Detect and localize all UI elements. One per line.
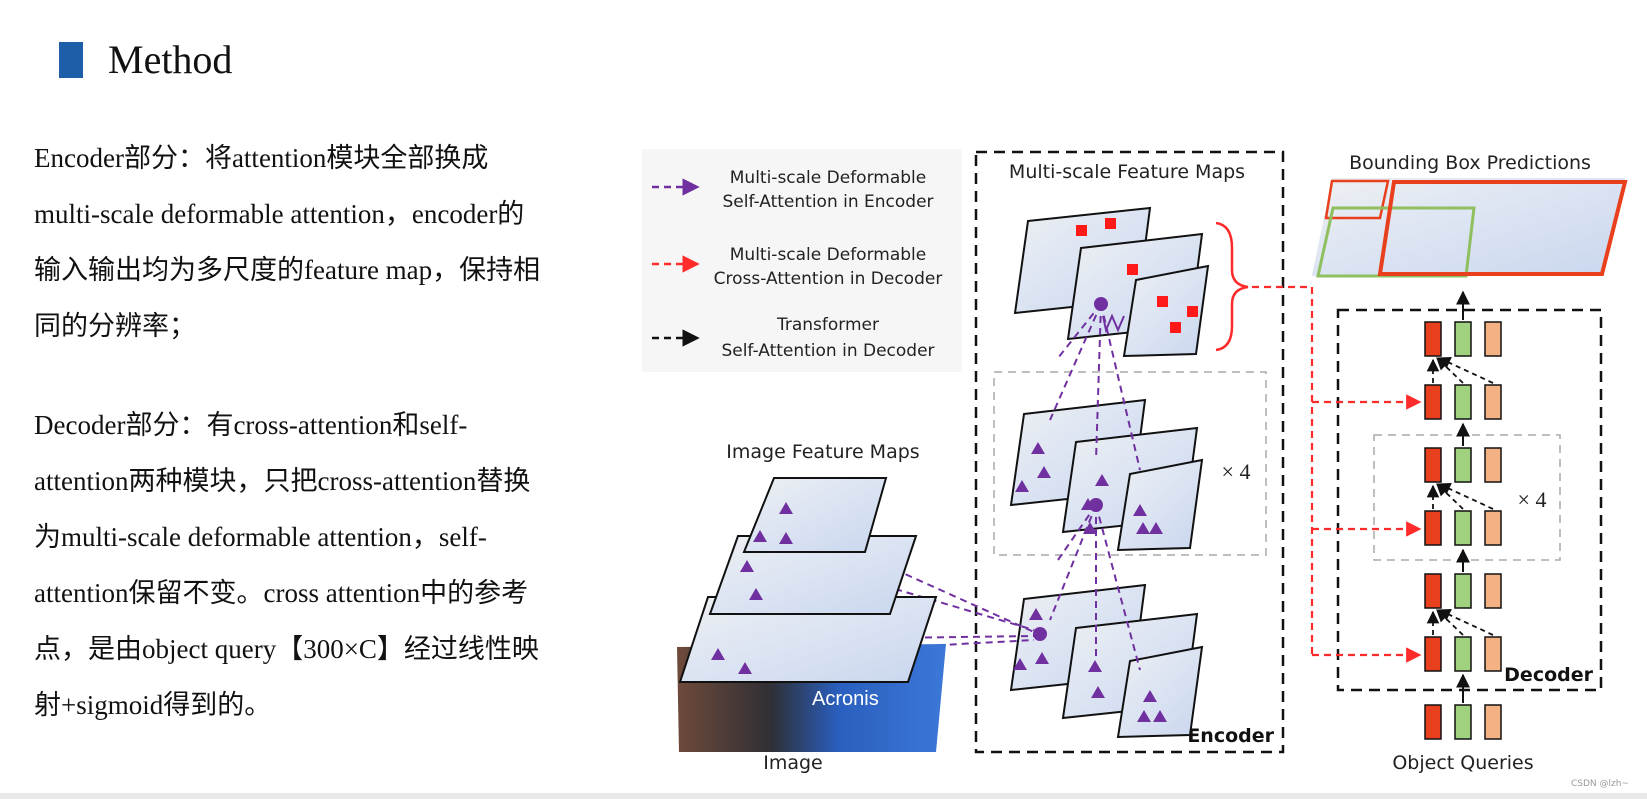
decoder-repeat-label: × 4 — [1518, 487, 1547, 512]
legend-text: Multi-scale Deformable — [730, 245, 926, 265]
legend-text: Self-Attention in Decoder — [721, 341, 934, 361]
decoder-box — [1336, 308, 1603, 692]
encoder-attention-lines — [744, 303, 1141, 671]
encoder-paragraph-line: 同的分辨率； — [34, 311, 196, 341]
decoder-cross-attention-arrows — [1252, 285, 1422, 663]
multi-scale-feature-maps-label: Multi-scale Feature Maps — [1009, 161, 1245, 183]
slide-title: Method — [108, 37, 233, 82]
sampling-point — [1127, 264, 1138, 275]
decoder-paragraph-line: Decoder部分：有cross-attention和self- — [34, 410, 468, 440]
encoder-label: Encoder — [1187, 725, 1274, 747]
sampling-point — [1187, 306, 1198, 317]
image-feature-map — [742, 477, 888, 553]
encoder-paragraph-line: Encoder部分：将attention模块全部换成 — [34, 143, 489, 173]
sampling-point — [1105, 218, 1116, 229]
footer-bar — [0, 793, 1647, 799]
sampling-point — [1170, 322, 1181, 333]
decoder-self-attention-arrows — [1426, 357, 1494, 636]
decoder-tokens — [1424, 321, 1502, 740]
decoder-paragraph: Decoder部分：有cross-attention和self- attenti… — [34, 397, 634, 733]
decoder-paragraph-line: 点，是由object query【300×C】经过线性映 — [34, 634, 539, 664]
encoder-paragraph: Encoder部分：将attention模块全部换成 multi-scale d… — [34, 130, 634, 354]
feature-map — [1122, 264, 1210, 358]
photo-caption: Acronis — [812, 688, 879, 710]
encoder-box — [974, 150, 1285, 754]
sampling-point — [1076, 225, 1087, 236]
right-brace — [1215, 221, 1249, 352]
legend-text: Self-Attention in Encoder — [722, 192, 933, 212]
feature-map — [1116, 645, 1204, 739]
decoder-paragraph-line: attention保留不变。cross attention中的参考 — [34, 578, 529, 608]
legend-text: Cross-Attention in Decoder — [714, 269, 943, 289]
reference-point — [1033, 627, 1047, 641]
encoder-paragraph-line: multi-scale deformable attention，encoder… — [34, 199, 525, 229]
image-feature-maps-label: Image Feature Maps — [726, 441, 919, 463]
legend-text: Transformer — [776, 315, 879, 335]
encoder-repeat-box — [993, 371, 1267, 556]
decoder-paragraph-line: 为multi-scale deformable attention，self- — [34, 522, 487, 552]
image-label: Image — [763, 752, 823, 774]
encoder-repeat-label: × 4 — [1222, 459, 1251, 484]
encoder-paragraph-line: 输入输出均为多尺度的feature map，保持相 — [34, 255, 541, 285]
decoder-label: Decoder — [1504, 664, 1593, 686]
legend-text: Multi-scale Deformable — [730, 168, 926, 188]
title-accent-bar — [59, 42, 83, 78]
object-queries — [1424, 704, 1502, 740]
image-sample-marks — [711, 502, 793, 674]
feature-map — [1116, 458, 1204, 552]
prediction-box — [1324, 179, 1390, 220]
bounding-box-predictions-label: Bounding Box Predictions — [1349, 152, 1591, 174]
decoder-paragraph-line: attention两种模块，只把cross-attention替换 — [34, 466, 531, 496]
object-queries-label: Object Queries — [1392, 752, 1533, 774]
watermark: CSDN @lzh~ — [1571, 779, 1629, 789]
sampling-point — [1157, 296, 1168, 307]
prediction-box — [1377, 180, 1628, 276]
decoder-paragraph-line: 射+sigmoid得到的。 — [34, 690, 272, 720]
